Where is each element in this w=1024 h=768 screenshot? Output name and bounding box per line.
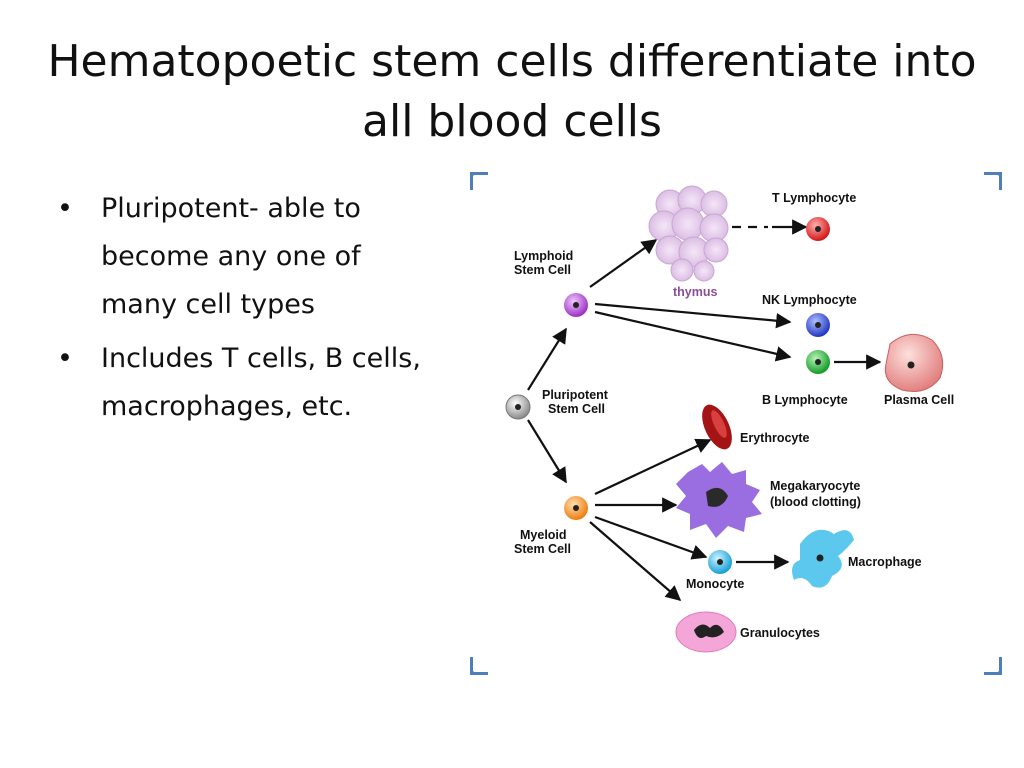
t-lymphocyte-label: T Lymphocyte <box>772 191 856 205</box>
b-lymphocyte-label: B Lymphocyte <box>762 393 848 407</box>
lymphoid-stem-cell <box>564 293 588 317</box>
nk-lymphocyte-label: NK Lymphocyte <box>762 293 857 307</box>
granulocyte-cell <box>675 611 737 653</box>
slide-title: Hematopoetic stem cells differentiate in… <box>47 36 977 147</box>
erythrocyte-cell <box>702 404 732 450</box>
megakaryocyte-label: Megakaryocyte <box>770 479 860 493</box>
b-lymphocyte-cell <box>806 350 830 374</box>
myeloid-stem-cell <box>564 496 588 520</box>
plasma-cell <box>884 333 944 392</box>
arrows <box>527 219 882 602</box>
lymphoid-label: Lymphoid <box>514 249 573 263</box>
macrophage-label: Macrophage <box>848 555 922 569</box>
bullet-list: Pluripotent- able to become any one of m… <box>55 185 425 437</box>
thymus-icon <box>648 185 729 282</box>
thymus-label: thymus <box>673 285 718 299</box>
pluripotent-label-2: Stem Cell <box>548 402 605 416</box>
pluripotent-stem-cell <box>505 394 531 420</box>
bullet-item: Includes T cells, B cells, macrophages, … <box>55 335 425 431</box>
hematopoiesis-diagram: Pluripotent Stem Cell Lymphoid Stem Cell… <box>470 172 1002 675</box>
granulocytes-label: Granulocytes <box>740 626 820 640</box>
myeloid-label-2: Stem Cell <box>514 542 571 556</box>
plasma-cell-label: Plasma Cell <box>884 393 954 407</box>
t-lymphocyte-cell <box>806 217 830 241</box>
pluripotent-label: Pluripotent <box>542 388 609 402</box>
monocyte-label: Monocyte <box>686 577 744 591</box>
megakaryocyte-cell <box>676 462 762 538</box>
erythrocyte-label: Erythrocyte <box>740 431 810 445</box>
nk-lymphocyte-cell <box>806 313 830 337</box>
megakaryocyte-label-2: (blood clotting) <box>770 495 861 509</box>
monocyte-cell <box>708 550 732 574</box>
macrophage-cell <box>792 529 854 588</box>
frame-corners <box>470 172 1002 675</box>
myeloid-label: Myeloid <box>520 528 567 542</box>
lymphoid-label-2: Stem Cell <box>514 263 571 277</box>
bullet-item: Pluripotent- able to become any one of m… <box>55 185 425 329</box>
